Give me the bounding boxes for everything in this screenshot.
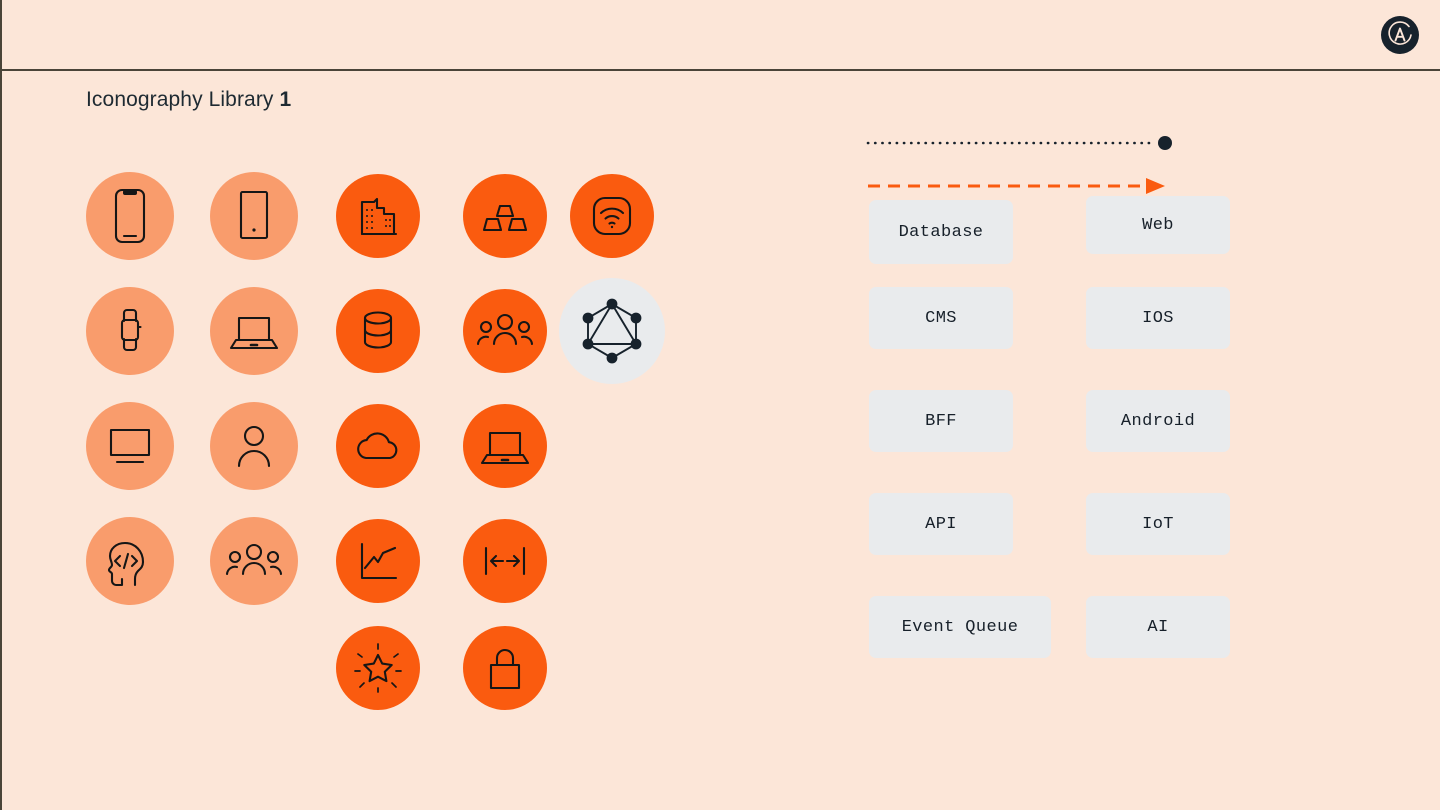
node-box-database[interactable]: Database	[869, 200, 1013, 264]
node-box-api[interactable]: API	[869, 493, 1013, 555]
avatar-logo[interactable]	[1380, 15, 1420, 55]
dashed-connector-arrowhead	[1146, 178, 1165, 194]
node-box-iot[interactable]: IoT	[1086, 493, 1230, 555]
line-chart-icon[interactable]	[336, 519, 420, 603]
tablet-icon[interactable]	[210, 172, 298, 260]
node-box-label: IoT	[1142, 514, 1174, 534]
node-box-label: Database	[898, 222, 984, 242]
node-box-label: BFF	[925, 411, 957, 431]
database-icon[interactable]	[336, 289, 420, 373]
page-title: Iconography Library 1	[86, 88, 291, 112]
lock-icon[interactable]	[463, 626, 547, 710]
page-title-number: 1	[279, 88, 292, 111]
cloud-icon[interactable]	[336, 404, 420, 488]
smartphone-icon[interactable]	[86, 172, 174, 260]
page-title-main: Iconography Library	[86, 88, 274, 111]
node-box-web[interactable]: Web	[1086, 196, 1230, 254]
connector-legend	[860, 128, 1190, 198]
icon-library-grid	[86, 172, 706, 742]
node-box-ai[interactable]: AI	[1086, 596, 1230, 658]
node-box-label: CMS	[925, 308, 957, 328]
laptop-icon[interactable]	[210, 287, 298, 375]
node-box-label: Android	[1120, 411, 1196, 431]
width-arrows-icon[interactable]	[463, 519, 547, 603]
user-icon[interactable]	[210, 402, 298, 490]
laptop-open-icon[interactable]	[463, 404, 547, 488]
node-box-label: Web	[1142, 215, 1174, 235]
gold-bars-icon[interactable]	[463, 174, 547, 258]
node-box-label: AI	[1147, 617, 1169, 637]
node-box-android[interactable]: Android	[1086, 390, 1230, 452]
user-group-icon[interactable]	[463, 289, 547, 373]
team-icon[interactable]	[210, 517, 298, 605]
left-border	[0, 0, 2, 810]
header-divider	[0, 69, 1440, 71]
node-box-label: API	[925, 514, 957, 534]
monitor-icon[interactable]	[86, 402, 174, 490]
node-box-label: IOS	[1142, 308, 1174, 328]
building-icon[interactable]	[336, 174, 420, 258]
node-box-event-queue[interactable]: Event Queue	[869, 596, 1051, 658]
node-box-label: Event Queue	[901, 617, 1019, 637]
smartwatch-icon[interactable]	[86, 287, 174, 375]
node-box-bff[interactable]: BFF	[869, 390, 1013, 452]
ai-head-icon[interactable]	[86, 517, 174, 605]
sparkle-star-icon[interactable]	[336, 626, 420, 710]
dotted-connector-endpoint	[1158, 136, 1172, 150]
node-box-ios[interactable]: IOS	[1086, 287, 1230, 349]
node-box-cms[interactable]: CMS	[869, 287, 1013, 349]
wifi-device-icon[interactable]	[570, 174, 654, 258]
header-bar	[0, 0, 1440, 70]
graphql-icon[interactable]	[559, 278, 665, 384]
